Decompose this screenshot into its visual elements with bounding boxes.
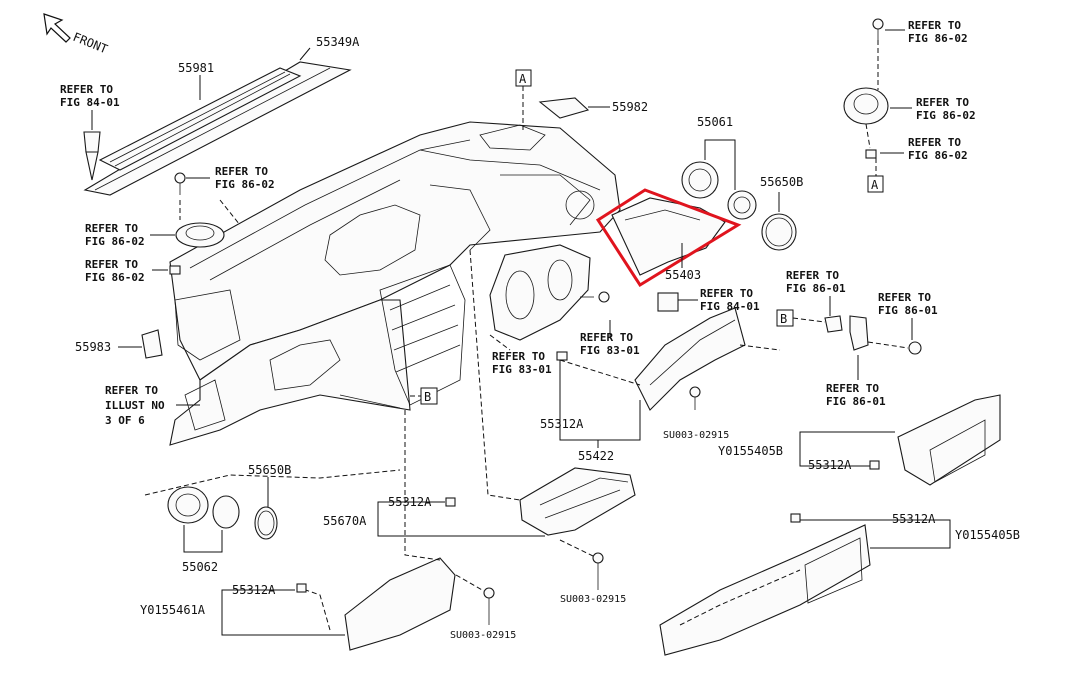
refer-86-02-f-line1: REFER TO: [908, 136, 961, 149]
callout-a-right: [867, 175, 884, 193]
label-55061: 55061: [697, 115, 733, 129]
label-55650B-bottom: 55650B: [248, 463, 291, 477]
part-55982: [538, 97, 590, 119]
label-55312A-b: 55312A: [232, 583, 276, 597]
highlight-outline: [595, 188, 742, 288]
switch-icon: [657, 292, 679, 312]
label-SU003-1: SU003-02915: [663, 430, 729, 441]
clip-icon: [83, 131, 101, 181]
refer-86-02-d-line1: REFER TO: [908, 19, 961, 32]
refer-86-02-d-line2: FIG 86-02: [908, 32, 968, 45]
front-label: FRONT: [71, 30, 110, 57]
refer-86-02-a-line1: REFER TO: [215, 165, 268, 178]
clip-icon: [445, 497, 456, 507]
part-55403-panel: [611, 197, 726, 276]
label-55403: 55403: [665, 268, 701, 282]
assembly-lines: [144, 249, 781, 561]
screw-icon: [689, 386, 701, 410]
screw-icon: [174, 172, 186, 195]
label-55650B-top: 55650B: [760, 175, 803, 189]
refer-84-01-line1: REFER TO: [60, 83, 113, 96]
label-55312A-a: 55312A: [388, 495, 432, 509]
refer-86-01-b-line1: REFER TO: [878, 291, 931, 304]
nut-icon: [169, 265, 181, 275]
part-55670A-panel: [519, 467, 636, 536]
refer-84-01-line2: FIG 84-01: [60, 96, 120, 109]
front-arrow-icon: [43, 13, 71, 43]
label-55312A-right2: 55312A: [892, 512, 936, 526]
clip-icon: [556, 351, 568, 361]
label-Y0155461A: Y0155461A: [140, 603, 206, 617]
refer-86-02-e-line2: FIG 86-02: [916, 109, 976, 122]
refer-86-01-a-line2: FIG 86-01: [786, 282, 846, 295]
part-55422-hood: [634, 307, 746, 411]
clip-icon: [296, 583, 307, 593]
label-Y0155405B-top: Y0155405B: [718, 444, 783, 458]
refer-83-01-b-line2: FIG 83-01: [492, 363, 552, 376]
label-SU003-3: SU003-02915: [450, 630, 516, 641]
part-55061-vent: [681, 161, 757, 220]
callout-a-top-label: A: [519, 72, 527, 86]
refer-illust-line3: 3 OF 6: [105, 414, 145, 427]
refer-83-01-b-line1: REFER TO: [492, 350, 545, 363]
label-55982: 55982: [612, 100, 648, 114]
refer-86-01-c-line1: REFER TO: [826, 382, 879, 395]
screw-icon: [867, 341, 922, 355]
refer-86-02-b-line1: REFER TO: [85, 222, 138, 235]
label-Y0155405B-bottom: Y0155405B: [955, 528, 1020, 542]
speaker-left: [175, 199, 241, 248]
refer-86-01-b-line2: FIG 86-01: [878, 304, 938, 317]
callout-a-right-label: A: [871, 178, 879, 192]
refer-86-02-f-line2: FIG 86-02: [908, 149, 968, 162]
bracket-icon: [824, 315, 869, 351]
label-55670A: 55670A: [323, 514, 367, 528]
part-55983-cap: [141, 329, 163, 359]
callout-b-left-label: B: [424, 390, 431, 404]
refer-86-02-b-line2: FIG 86-02: [85, 235, 145, 248]
refer-86-01-c-line2: FIG 86-01: [826, 395, 886, 408]
refer-86-02-e-line1: REFER TO: [916, 96, 969, 109]
label-55312A-right: 55312A: [808, 458, 852, 472]
meter-cluster: [489, 244, 591, 341]
refer-86-02-c-line2: FIG 86-02: [85, 271, 145, 284]
part-Y0155461A: [299, 557, 456, 651]
part-Y0155405B-top: [897, 394, 1001, 486]
speaker-right: [843, 18, 889, 159]
screw-icon: [559, 539, 604, 590]
refer-illust-line2: ILLUST NO: [105, 399, 165, 412]
part-Y0155405B-bottom: [659, 524, 871, 656]
label-55349A: 55349A: [316, 35, 360, 49]
screw-icon: [455, 574, 495, 625]
dashboard-panel: [169, 121, 621, 446]
part-55650B-ring: [761, 213, 797, 251]
refer-83-01-a-line2: FIG 83-01: [580, 344, 640, 357]
part-55981-grille: [98, 67, 302, 171]
refer-illust-line1: REFER TO: [105, 384, 158, 397]
label-55981: 55981: [178, 61, 214, 75]
clip-icon: [869, 460, 880, 470]
refer-83-01-a-line1: REFER TO: [580, 331, 633, 344]
refer-84-01-b-line1: REFER TO: [700, 287, 753, 300]
label-55062: 55062: [182, 560, 218, 574]
refer-86-01-a-line1: REFER TO: [786, 269, 839, 282]
refer-86-02-c-line1: REFER TO: [85, 258, 138, 271]
callout-b-right-label: B: [780, 312, 787, 326]
clip-icon: [790, 513, 801, 523]
label-55422: 55422: [578, 449, 614, 463]
label-55983: 55983: [75, 340, 111, 354]
label-SU003-2: SU003-02915: [560, 594, 626, 605]
screw-icon: [580, 291, 610, 303]
refer-84-01-b-line2: FIG 84-01: [700, 300, 760, 313]
refer-86-02-a-line2: FIG 86-02: [215, 178, 275, 191]
label-55312A-mid: 55312A: [540, 417, 584, 431]
part-55062-vent: [167, 486, 240, 529]
part-55650B-ring-bottom: [254, 506, 278, 540]
